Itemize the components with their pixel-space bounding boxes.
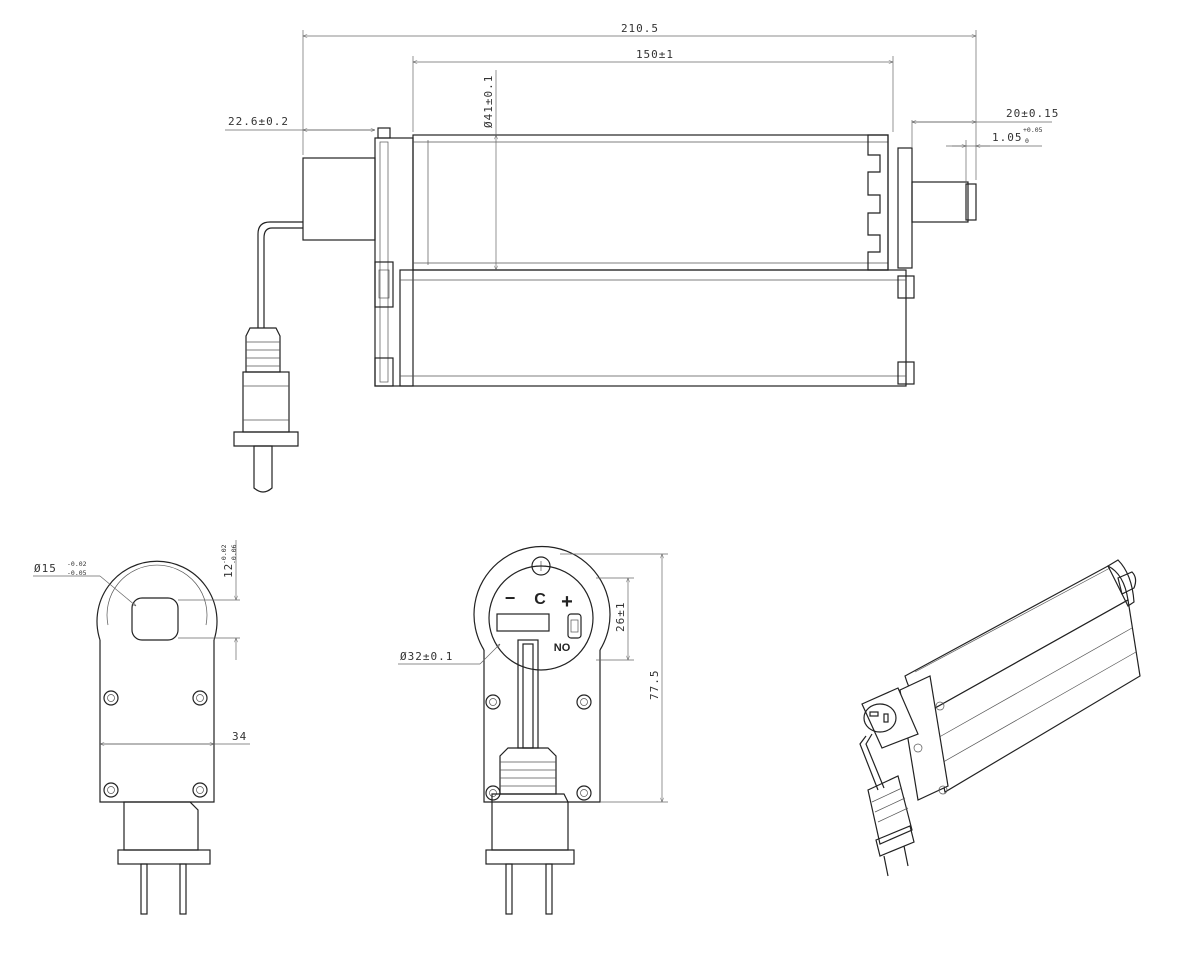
panel-label-minus: − [505, 588, 516, 608]
dim-overall-length: 210.5 [621, 22, 659, 35]
end-view-dimensions: Ø15 -0.02 -0.05 12 -0.02 -0.06 34 [33, 540, 250, 746]
dim-body-diameter: Ø41±0.1 [482, 75, 495, 128]
dim-shaft-length: 20±0.15 [1006, 107, 1059, 120]
dim-shaft-flat-tol-upper: +0.05 [1023, 126, 1043, 134]
isometric-view [859, 559, 1141, 877]
front-view-dimensions: Ø32±0.1 26±1 77.5 [398, 553, 668, 803]
dim-panel-height: 26±1 [614, 602, 627, 633]
dim-body-length: 150±1 [636, 48, 674, 61]
dim-shaft-flat-width-tol-upper: -0.02 [220, 544, 228, 564]
end-view [96, 560, 218, 915]
panel-label-c: C [534, 591, 546, 608]
dim-shaft-diameter-tol-lower: -0.05 [67, 569, 87, 577]
side-view-dimensions: 210.5 150±1 Ø41±0.1 22.6±0.2 20±0.15 1.0… [225, 22, 1059, 271]
front-view: − C + NO [473, 545, 611, 915]
dim-shaft-diameter-tol-upper: -0.02 [67, 560, 87, 568]
dim-total-height: 77.5 [648, 670, 661, 701]
dim-shaft-flat-width: 12 [222, 563, 235, 578]
dim-shaft-diameter: Ø15 [34, 562, 57, 575]
dim-shaft-flat: 1.05 [992, 131, 1023, 144]
dim-housing-width: 34 [232, 730, 247, 743]
panel-label-plus: + [561, 591, 573, 613]
dim-shaft-flat-tol-lower: 0 [1025, 137, 1029, 145]
dim-gearbox-offset: 22.6±0.2 [228, 115, 289, 128]
panel-label-no: NO [554, 642, 571, 654]
side-view [233, 127, 977, 493]
dim-panel-diameter: Ø32±0.1 [400, 650, 453, 663]
dim-shaft-flat-width-tol-lower: -0.06 [230, 544, 238, 564]
